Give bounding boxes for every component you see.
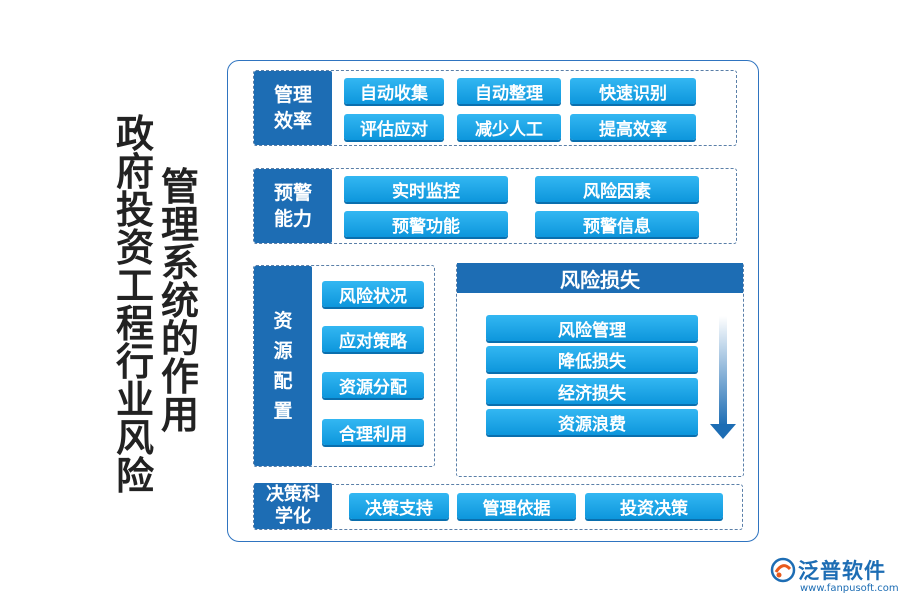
efficiency-item-6: 提高效率 xyxy=(570,114,696,140)
efficiency-item-2: 自动整理 xyxy=(457,78,561,104)
risk-loss-item-2: 降低损失 xyxy=(486,346,698,372)
resources-item-1: 风险状况 xyxy=(322,281,424,307)
resources-heading: 资源配置 xyxy=(254,266,312,466)
decision-heading-text: 决策科学化 xyxy=(266,484,320,527)
logo-url: www.fanpusoft.com xyxy=(800,583,899,594)
resources-heading-text: 资源配置 xyxy=(273,310,293,422)
resources-item-4: 合理利用 xyxy=(322,419,424,445)
logo-name: 泛普软件 xyxy=(798,559,886,583)
efficiency-item-1: 自动收集 xyxy=(344,78,444,104)
resources-item-2: 应对策略 xyxy=(322,326,424,352)
fanpu-logo-icon xyxy=(770,557,796,583)
risk-loss-item-3: 经济损失 xyxy=(486,378,698,404)
warning-item-1: 实时监控 xyxy=(344,176,508,202)
warning-item-4: 预警信息 xyxy=(535,211,699,237)
down-arrow-shaft xyxy=(719,316,727,426)
risk-loss-item-4: 资源浪费 xyxy=(486,409,698,435)
warning-item-2: 风险因素 xyxy=(535,176,699,202)
warning-item-3: 预警功能 xyxy=(344,211,508,237)
efficiency-item-4: 评估应对 xyxy=(344,114,444,140)
warning-heading-text: 预警能力 xyxy=(273,182,312,230)
warning-heading: 预警能力 xyxy=(254,169,332,243)
risk-loss-heading: 风险损失 xyxy=(457,263,743,293)
efficiency-item-3: 快速识别 xyxy=(570,78,696,104)
decision-item-1: 决策支持 xyxy=(349,493,449,519)
efficiency-heading: 管理效率 xyxy=(254,71,332,145)
main-title: 政府投资工程行业风险 xyxy=(115,112,154,498)
decision-heading: 决策科学化 xyxy=(254,483,332,529)
risk-loss-item-1: 风险管理 xyxy=(486,315,698,341)
down-arrow-icon xyxy=(710,424,736,439)
decision-item-2: 管理依据 xyxy=(457,493,576,519)
resources-item-3: 资源分配 xyxy=(322,372,424,398)
efficiency-heading-text: 管理效率 xyxy=(273,84,312,132)
decision-item-3: 投资决策 xyxy=(585,493,723,519)
sub-title: 管理系统的作用 xyxy=(160,165,199,437)
fanpu-logo: 泛普软件 www.fanpusoft.com xyxy=(770,553,899,597)
efficiency-item-5: 减少人工 xyxy=(457,114,561,140)
